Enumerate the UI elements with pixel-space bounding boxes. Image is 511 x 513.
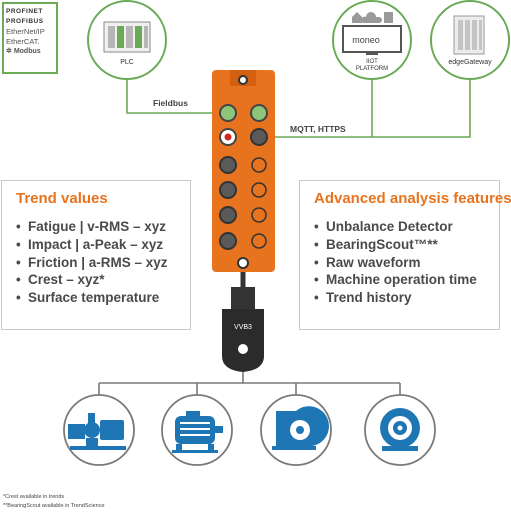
machine-pump [63,394,135,466]
footnote-crest: *Crest available in trends [3,494,65,500]
footnote-bearingscout: **BearingScout available in TrendScience [3,503,105,509]
list-item: •Raw waveform [314,254,421,270]
trend-values-list: •Fatigue | v-RMS – xyz •Impact | a-Peak … [16,218,168,307]
ethernet-ip-logo: EtherNet/IP [6,27,45,36]
list-item: •Impact | a-Peak – xyz [16,236,164,252]
fieldbus-line [126,80,230,114]
ports-right [250,104,268,249]
connection-lines [98,80,471,397]
machine-fan [260,394,332,466]
mqtt-label: MQTT, HTTPS [290,124,346,134]
plc-node: PLC [87,0,167,80]
iiot-platform-node: moneo IIOT PLATFORM [332,0,412,80]
plc-icon [103,21,151,53]
cloud-icons [352,12,393,23]
sensor-led [238,344,248,354]
sensor-label: VVB3 [234,324,252,331]
list-item: •Friction | a-RMS – xyz [16,254,168,270]
modbus-logo: ✲ Modbus [6,47,54,57]
mounting-hole-bottom [237,257,249,269]
trend-values-box: Trend values •Fatigue | v-RMS – xyz •Imp… [1,180,191,330]
edge-gateway-label: edgeGateway [448,59,492,66]
moneo-screen-label: moneo [352,35,380,45]
plc-label: PLC [120,59,134,66]
list-item: •Machine operation time [314,272,477,288]
advanced-analysis-title: Advanced analysis features [314,190,511,207]
pump-icon [68,413,126,450]
list-item: •Surface temperature [16,290,160,306]
profinet-logo: PROFINET [6,8,43,15]
drive-icon [380,408,420,451]
trend-values-title: Trend values [16,190,108,207]
monitor-icon [342,25,402,55]
machine-motor [161,394,233,466]
modbus-icon: ✲ [6,48,12,55]
advanced-analysis-list: •Unbalance Detector •BearingScout™** •Ra… [314,218,477,307]
edge-gateway-node: edgeGateway [430,0,510,80]
fieldbus-label: Fieldbus [153,98,188,108]
iiot-label-line2: PLATFORM [356,66,388,72]
vvb3-sensor: VVB3 [222,287,264,372]
ethercat-logo: EtherCAT. [6,37,40,46]
list-item: •BearingScout™** [314,236,438,252]
list-item: •Trend history [314,290,412,306]
iiot-label-line1: IIOT [366,59,378,65]
mounting-hole-top [238,75,248,85]
modbus-label: Modbus [13,48,41,55]
list-item: •Unbalance Detector [314,219,453,234]
fan-icon [272,406,329,450]
ports-left [219,104,237,250]
gateway-icon [453,15,485,55]
profibus-logo: PROFIBUS [6,18,44,25]
advanced-analysis-box: Advanced analysis features •Unbalance De… [299,180,511,330]
list-item: •Crest – xyz* [16,272,105,288]
list-item: •Fatigue | v-RMS – xyz [16,219,167,234]
mqtt-line-gateway [372,80,471,138]
io-link-master [212,70,275,272]
machine-drive [364,394,436,466]
protocols-box: PROFINET PROFIBUS EtherNet/IP EtherCAT. … [2,2,58,74]
